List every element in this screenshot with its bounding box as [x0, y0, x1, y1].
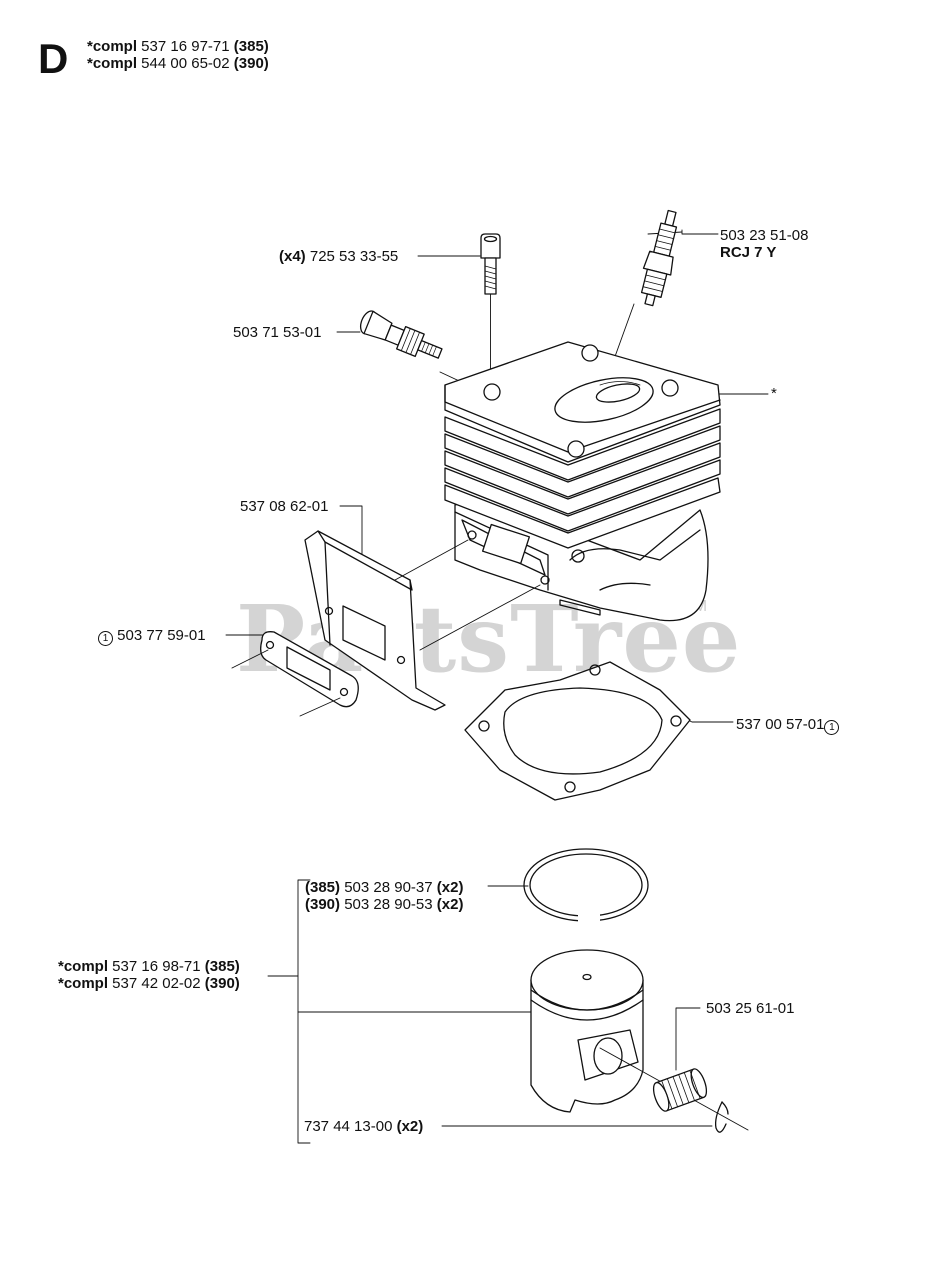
circlip-icon [714, 1101, 729, 1133]
compl-prefix: *compl [87, 55, 138, 72]
spark-plug-part-number: 503 23 51-08 [720, 227, 809, 244]
compl-prefix: *compl [58, 975, 109, 992]
quantity: (x2) [436, 896, 464, 913]
part-number: 537 16 97-71 [137, 38, 234, 55]
model-code: (385) [233, 38, 269, 55]
model-code: (390) [305, 896, 341, 913]
compl-prefix: *compl [87, 38, 138, 55]
reference-circle-icon: 1 [98, 631, 113, 646]
model-code: (385) [305, 879, 341, 896]
piston-assembly-label: *compl 537 16 98-71 (385) *compl 537 42 … [58, 958, 240, 992]
model-code: (385) [204, 958, 240, 975]
screw-quantity: (x4) [279, 248, 306, 265]
spark-plug-label: 503 23 51-08 RCJ 7 Y [720, 227, 808, 261]
needle-bearing-label: 503 25 61-01 [706, 1000, 795, 1017]
model-code: (390) [204, 975, 240, 992]
cylinder-icon [444, 341, 721, 622]
part-number: 544 00 65-02 [137, 55, 234, 72]
piston-ring-icon [523, 848, 649, 923]
part-number: 503 28 90-53 [340, 896, 437, 913]
cylinder-screw-icon [480, 233, 501, 393]
spark-plug-icon [640, 209, 678, 307]
needle-bearing-icon [652, 1068, 708, 1112]
plate-label: 537 08 62-01 [240, 498, 329, 515]
circlip-quantity: (x2) [396, 1118, 424, 1135]
exhaust-gasket-icon [231, 631, 359, 717]
circlip-part-number: 737 44 13-00 [304, 1118, 397, 1135]
quantity: (x2) [436, 879, 464, 896]
header-line-390: *compl 544 00 65-02 (390) [87, 55, 269, 72]
screw-label: (x4) 725 53 33-55 [279, 248, 398, 265]
leader-lines [225, 229, 769, 1144]
piston-ring-label: (385) 503 28 90-37 (x2) (390) 503 28 90-… [305, 879, 463, 913]
assembly-header: *compl 537 16 97-71 (385) *compl 544 00 … [87, 38, 269, 72]
cylinder-base-gasket-icon [464, 661, 691, 801]
exhaust-gasket-part-number: 503 77 59-01 [113, 627, 206, 644]
heat-shield-plate-icon [304, 530, 541, 711]
reference-circle-icon: 1 [824, 720, 840, 735]
piston-icon [530, 949, 749, 1131]
part-number: 503 28 90-37 [340, 879, 437, 896]
part-number: 537 16 98-71 [108, 958, 205, 975]
spark-plug-code: RCJ 7 Y [720, 244, 777, 261]
part-number: 537 42 02-02 [108, 975, 205, 992]
screw-part-number: 725 53 33-55 [305, 248, 399, 265]
base-gasket-part-number: 537 00 57-01 [736, 716, 825, 733]
decompression-valve-icon [359, 310, 443, 359]
compl-prefix: *compl [58, 958, 109, 975]
circlip-label: 737 44 13-00 (x2) [304, 1118, 423, 1135]
model-code: (390) [233, 55, 269, 72]
valve-label: 503 71 53-01 [233, 324, 322, 341]
exhaust-gasket-label: 1 503 77 59-01 [98, 627, 206, 646]
cylinder-mark: * [771, 385, 777, 402]
section-letter: D [38, 35, 69, 82]
header-line-385: *compl 537 16 97-71 (385) [87, 38, 269, 55]
